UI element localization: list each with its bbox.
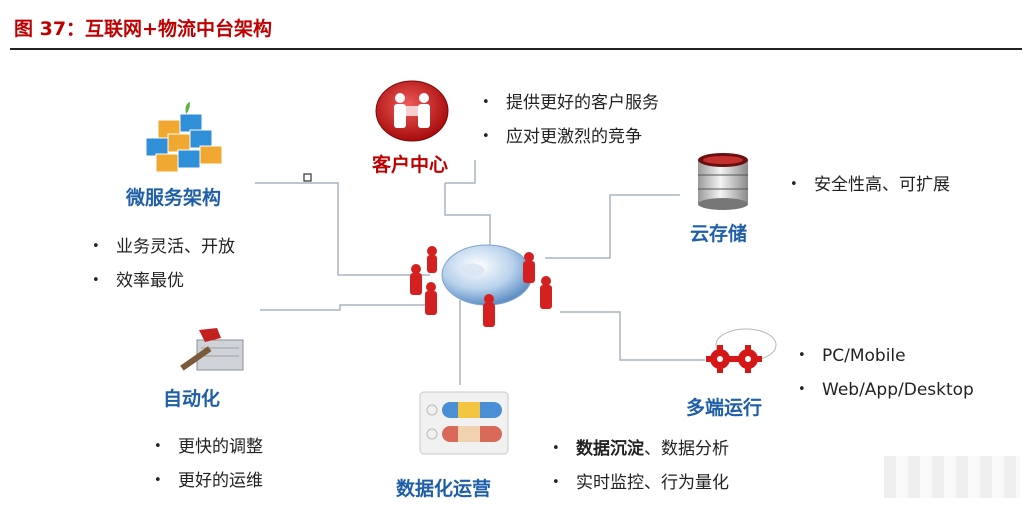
bullet-rest: 实时监控、行为量化 (576, 473, 729, 493)
bullet-bold: 数据沉淀 (576, 439, 644, 459)
multi-end-bullets: PC/Mobile Web/App/Desktop (794, 339, 974, 407)
gears-icon (706, 328, 777, 373)
data-operation-icon-wrap (418, 390, 510, 456)
hub-globe (405, 243, 575, 333)
line-micro (255, 182, 430, 276)
customer-center-title: 客户中心 (372, 154, 449, 176)
line-multi (560, 311, 705, 361)
microservice-title: 微服务架构 (126, 187, 222, 209)
cubes-icon (145, 102, 223, 173)
hammer-icon (180, 328, 244, 371)
bullet-item: PC/Mobile (794, 339, 974, 373)
cloud-storage-bullets: 安全性高、可扩展 (786, 168, 950, 202)
line-customer-2 (445, 160, 476, 184)
cloud-storage-title: 云存储 (690, 223, 748, 245)
people-circle-icon (375, 80, 449, 142)
blurred-watermark (884, 456, 1020, 498)
bullet-item: 数据沉淀、数据分析 (548, 432, 729, 466)
bullet-item: 应对更激烈的竞争 (478, 120, 659, 154)
database-icon (698, 153, 748, 210)
globe-people-icon (410, 244, 552, 327)
bullet-item: 更好的运维 (150, 464, 263, 498)
bullet-item: 业务灵活、开放 (88, 230, 235, 264)
cloud-storage-icon-wrap (692, 150, 754, 212)
title-rule (10, 48, 1022, 50)
microservice-bullets: 业务灵活、开放 效率最优 (88, 230, 235, 298)
customer-center-bullets: 提供更好的客户服务 应对更激烈的竞争 (478, 86, 659, 154)
bullet-item: 提供更好的客户服务 (478, 86, 659, 120)
customer-center-icon-wrap (372, 78, 452, 148)
data-operation-bullets: 数据沉淀、数据分析 实时监控、行为量化 (548, 432, 729, 500)
bullet-rest: 、数据分析 (644, 439, 729, 459)
figure-title: 图 37：互联网+物流中台架构 (14, 18, 272, 40)
bullet-item: 实时监控、行为量化 (548, 466, 729, 500)
automation-bullets: 更快的调整 更好的运维 (150, 430, 263, 498)
multi-end-title: 多端运行 (686, 397, 763, 419)
bullet-item: 安全性高、可扩展 (786, 168, 950, 202)
capsule-panel-icon (419, 391, 509, 455)
automation-title: 自动化 (163, 388, 221, 410)
automation-icon-wrap (175, 326, 247, 374)
bullet-item: 更快的调整 (150, 430, 263, 464)
data-operation-title: 数据化运营 (396, 478, 492, 500)
microservice-icon-wrap (140, 100, 235, 178)
multi-end-icon-wrap (702, 325, 782, 375)
bullet-item: Web/App/Desktop (794, 373, 974, 407)
small-square-marker (303, 173, 312, 182)
line-cloud (545, 194, 680, 259)
line-customer (444, 183, 491, 248)
bullet-item: 效率最优 (88, 264, 235, 298)
line-auto (260, 304, 425, 311)
